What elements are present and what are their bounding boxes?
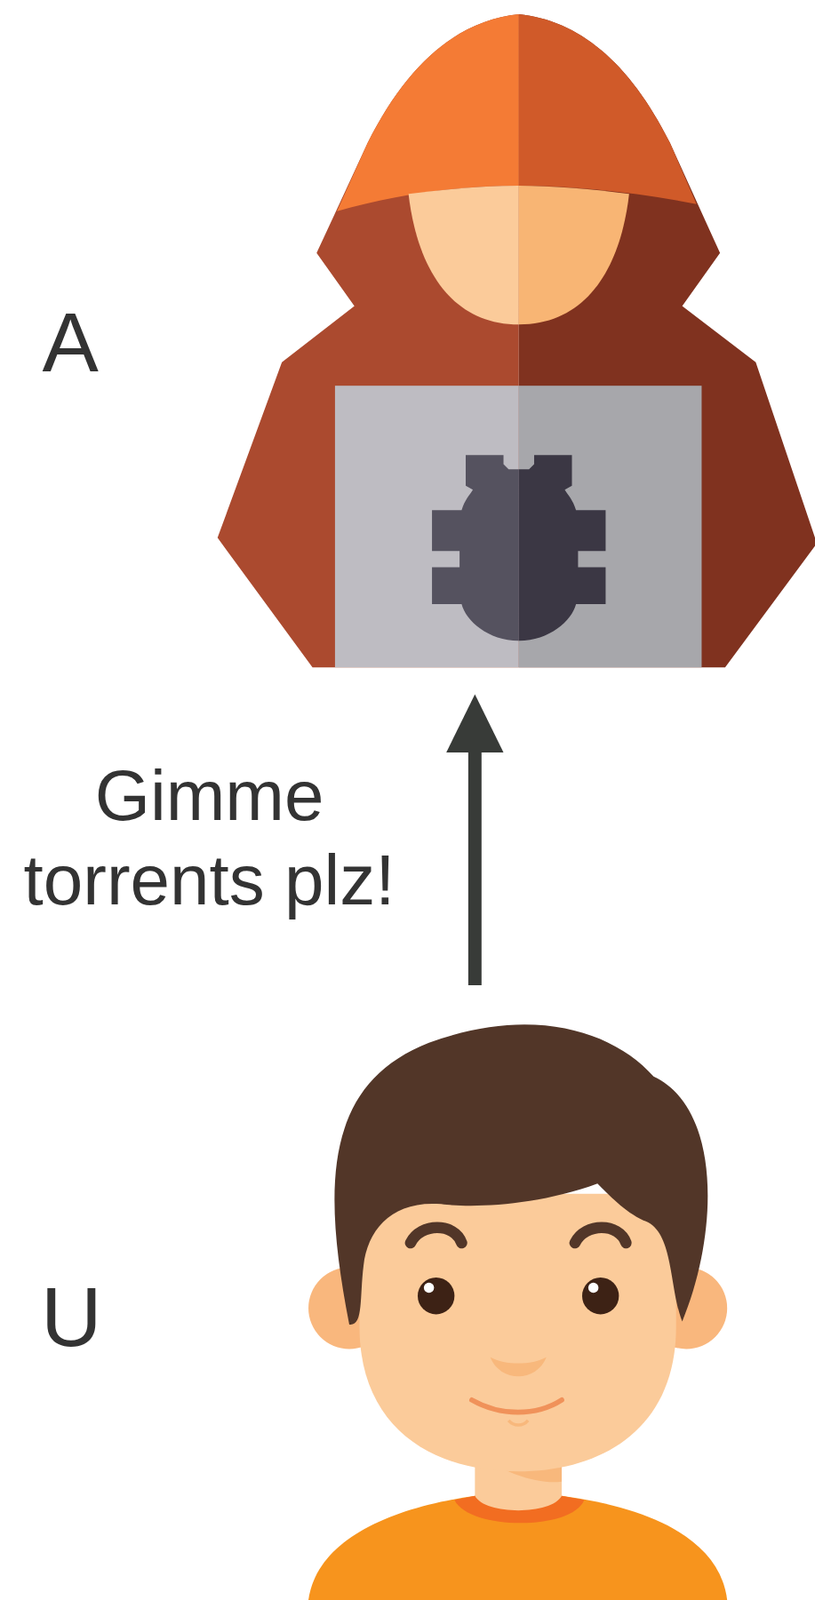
arrow-shaft bbox=[468, 751, 482, 986]
actor-letter: U bbox=[40, 1275, 103, 1360]
attacker-node: A bbox=[30, 9, 815, 695]
eye-left bbox=[417, 1278, 455, 1315]
eye-right bbox=[582, 1278, 619, 1315]
arrow-head bbox=[446, 694, 504, 753]
laptop-left bbox=[335, 385, 520, 668]
nose bbox=[490, 1358, 547, 1378]
arrow-connector bbox=[446, 694, 504, 986]
eyebrow-left bbox=[410, 1228, 462, 1244]
user-node: U bbox=[30, 985, 736, 1600]
eye-shine-left bbox=[423, 1283, 434, 1294]
hood-cap-left bbox=[336, 14, 520, 212]
face-right bbox=[519, 185, 630, 325]
hair bbox=[334, 1024, 708, 1326]
hacker-figure bbox=[217, 14, 815, 668]
laptop-right bbox=[519, 385, 703, 668]
face-left bbox=[408, 185, 520, 325]
bug-icon bbox=[431, 455, 606, 641]
actor-letter: A bbox=[42, 299, 99, 384]
hood-left bbox=[217, 14, 520, 668]
shirt bbox=[308, 1496, 728, 1600]
face bbox=[359, 1194, 676, 1472]
chin bbox=[508, 1421, 528, 1426]
user-figure bbox=[308, 1024, 728, 1600]
eye-shine-right bbox=[588, 1283, 599, 1294]
edge-label: Gimme torrents plz! bbox=[0, 753, 424, 923]
mouth bbox=[471, 1400, 562, 1414]
collar bbox=[454, 1496, 584, 1524]
hood-cap-right bbox=[519, 14, 697, 205]
eyebrow-right bbox=[575, 1228, 626, 1244]
hood-right bbox=[519, 14, 815, 668]
